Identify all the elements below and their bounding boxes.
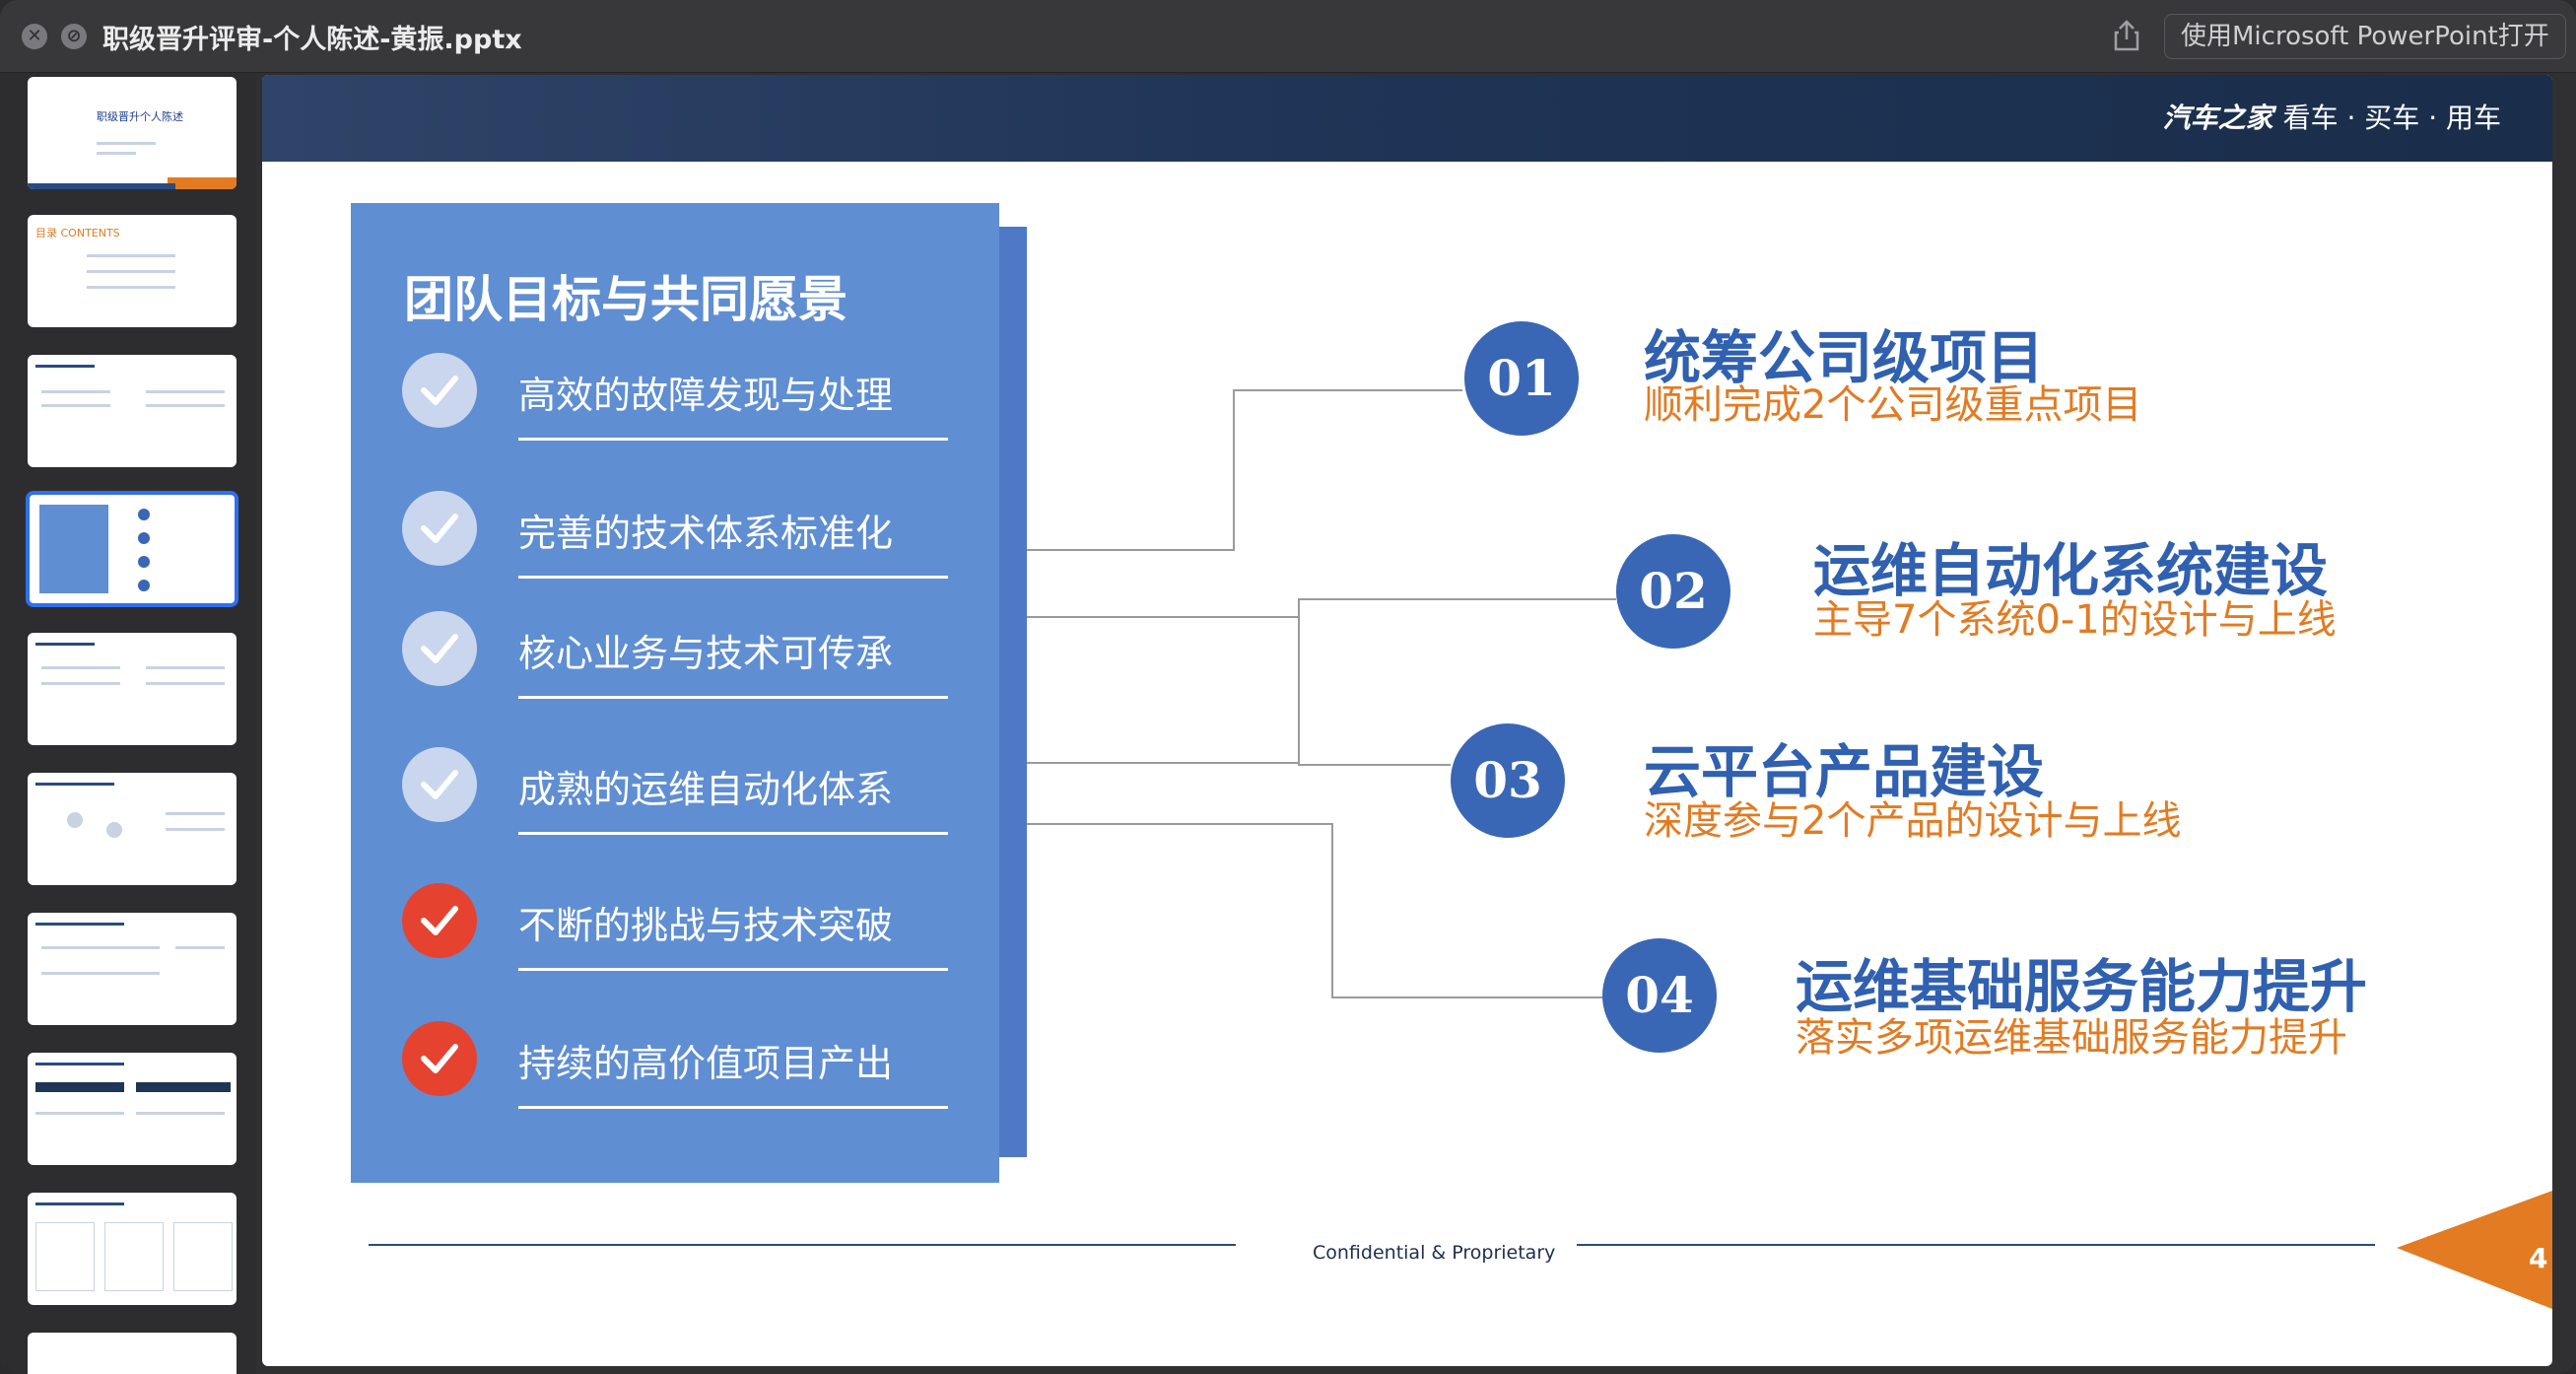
- goal-title: 运维自动化系统建设: [1813, 537, 2329, 604]
- vision-panel: 团队目标与共同愿景 高效的故障发现与处理 完善的技术体系标准化 核心业务与技术可…: [351, 203, 999, 1183]
- open-in-powerpoint-button[interactable]: 使用Microsoft PowerPoint打开: [2164, 14, 2566, 59]
- goal-subtitle: 深度参与2个产品的设计与上线: [1644, 798, 2182, 844]
- slide-thumbnail-9[interactable]: [26, 1191, 238, 1307]
- vision-item-label: 完善的技术体系标准化: [518, 512, 894, 555]
- vision-item: 不断的挑战与技术突破: [402, 883, 954, 982]
- window-title: 职级晋升评审-个人陈述-黄振.pptx: [102, 25, 522, 55]
- goal-subtitle: 主导7个系统0-1的设计与上线: [1813, 597, 2337, 643]
- slide: 汽车之家看车 · 买车 · 用车 团队目标与共同愿景 高效的故障发现与处理 完善…: [262, 75, 2552, 1366]
- slide-thumbnail-5[interactable]: [26, 631, 238, 747]
- slide-header: 汽车之家看车 · 买车 · 用车: [262, 75, 2552, 162]
- brand: 汽车之家看车 · 买车 · 用车: [2163, 97, 2501, 136]
- vision-item-label: 持续的高价值项目产出: [518, 1042, 894, 1085]
- footer-rule-right: [1577, 1244, 2375, 1246]
- divider: [518, 576, 948, 579]
- slide-thumbnail-1[interactable]: 职级晋升个人陈述: [26, 75, 238, 191]
- slide-stage: 汽车之家看车 · 买车 · 用车 团队目标与共同愿景 高效的故障发现与处理 完善…: [262, 75, 2552, 1366]
- vision-item: 持续的高价值项目产出: [402, 1021, 954, 1120]
- divider: [518, 1106, 948, 1109]
- divider: [518, 968, 948, 971]
- page-marker: [2397, 1191, 2552, 1309]
- connector-lines: [1027, 389, 1616, 998]
- slide-thumbnail-7[interactable]: [26, 911, 238, 1027]
- vision-item-label: 高效的故障发现与处理: [518, 374, 894, 417]
- page-number: 4: [2529, 1242, 2548, 1274]
- divider: [518, 832, 948, 835]
- footer-rule-left: [369, 1244, 1236, 1246]
- goal-subtitle: 落实多项运维基础服务能力提升: [1796, 1015, 2347, 1061]
- vision-item: 高效的故障发现与处理: [402, 353, 954, 451]
- slide-thumbnail-4[interactable]: [26, 491, 238, 607]
- goal-title: 云平台产品建设: [1644, 738, 2045, 805]
- vision-item-label: 成熟的运维自动化体系: [518, 768, 894, 811]
- footer-confidential: Confidential & Proprietary: [1313, 1242, 1556, 1264]
- goal-subtitle: 顺利完成2个公司级重点项目: [1644, 382, 2142, 428]
- title-bar: ✕ ⊘ 职级晋升评审-个人陈述-黄振.pptx 使用Microsoft Powe…: [0, 0, 2576, 73]
- close-icon[interactable]: ✕: [22, 24, 47, 49]
- goal-number-04: 04: [1602, 938, 1717, 1053]
- check-icon: [402, 611, 477, 686]
- vision-item: 成熟的运维自动化体系: [402, 747, 954, 846]
- slide-thumbnail-2[interactable]: 目录 CONTENTS: [26, 213, 238, 329]
- slide-thumbnail-10[interactable]: [26, 1331, 238, 1374]
- goal-number-01: 01: [1464, 321, 1579, 436]
- check-icon: [402, 1021, 477, 1096]
- check-icon: [402, 491, 477, 566]
- brand-tagline: 看车 · 买车 · 用车: [2282, 102, 2501, 134]
- brand-logo: 汽车之家: [2162, 102, 2273, 134]
- slide-thumbnail-3[interactable]: [26, 353, 238, 469]
- vision-item: 核心业务与技术可传承: [402, 611, 954, 710]
- vision-item-label: 核心业务与技术可传承: [518, 632, 894, 675]
- panel-title: 团队目标与共同愿景: [404, 270, 847, 328]
- divider: [518, 438, 948, 441]
- share-icon[interactable]: [2109, 18, 2144, 53]
- vision-item: 完善的技术体系标准化: [402, 491, 954, 589]
- goal-number-03: 03: [1451, 723, 1565, 838]
- check-icon: [402, 353, 477, 428]
- vision-item-label: 不断的挑战与技术突破: [518, 904, 894, 947]
- check-icon: [402, 883, 477, 958]
- divider: [518, 696, 948, 699]
- thumbnail-sidebar: 职级晋升个人陈述 目录 CONTENTS: [0, 73, 256, 1374]
- minimize-icon[interactable]: ⊘: [61, 24, 87, 49]
- goal-title: 统筹公司级项目: [1644, 324, 2045, 391]
- goal-title: 运维基础服务能力提升: [1796, 953, 2368, 1020]
- thumbnail-title: 目录 CONTENTS: [35, 227, 120, 240]
- thumbnail-title: 职级晋升个人陈述: [97, 110, 183, 123]
- slide-thumbnail-6[interactable]: [26, 771, 238, 887]
- check-icon: [402, 747, 477, 822]
- goal-number-02: 02: [1616, 534, 1730, 649]
- slide-thumbnail-8[interactable]: [26, 1051, 238, 1167]
